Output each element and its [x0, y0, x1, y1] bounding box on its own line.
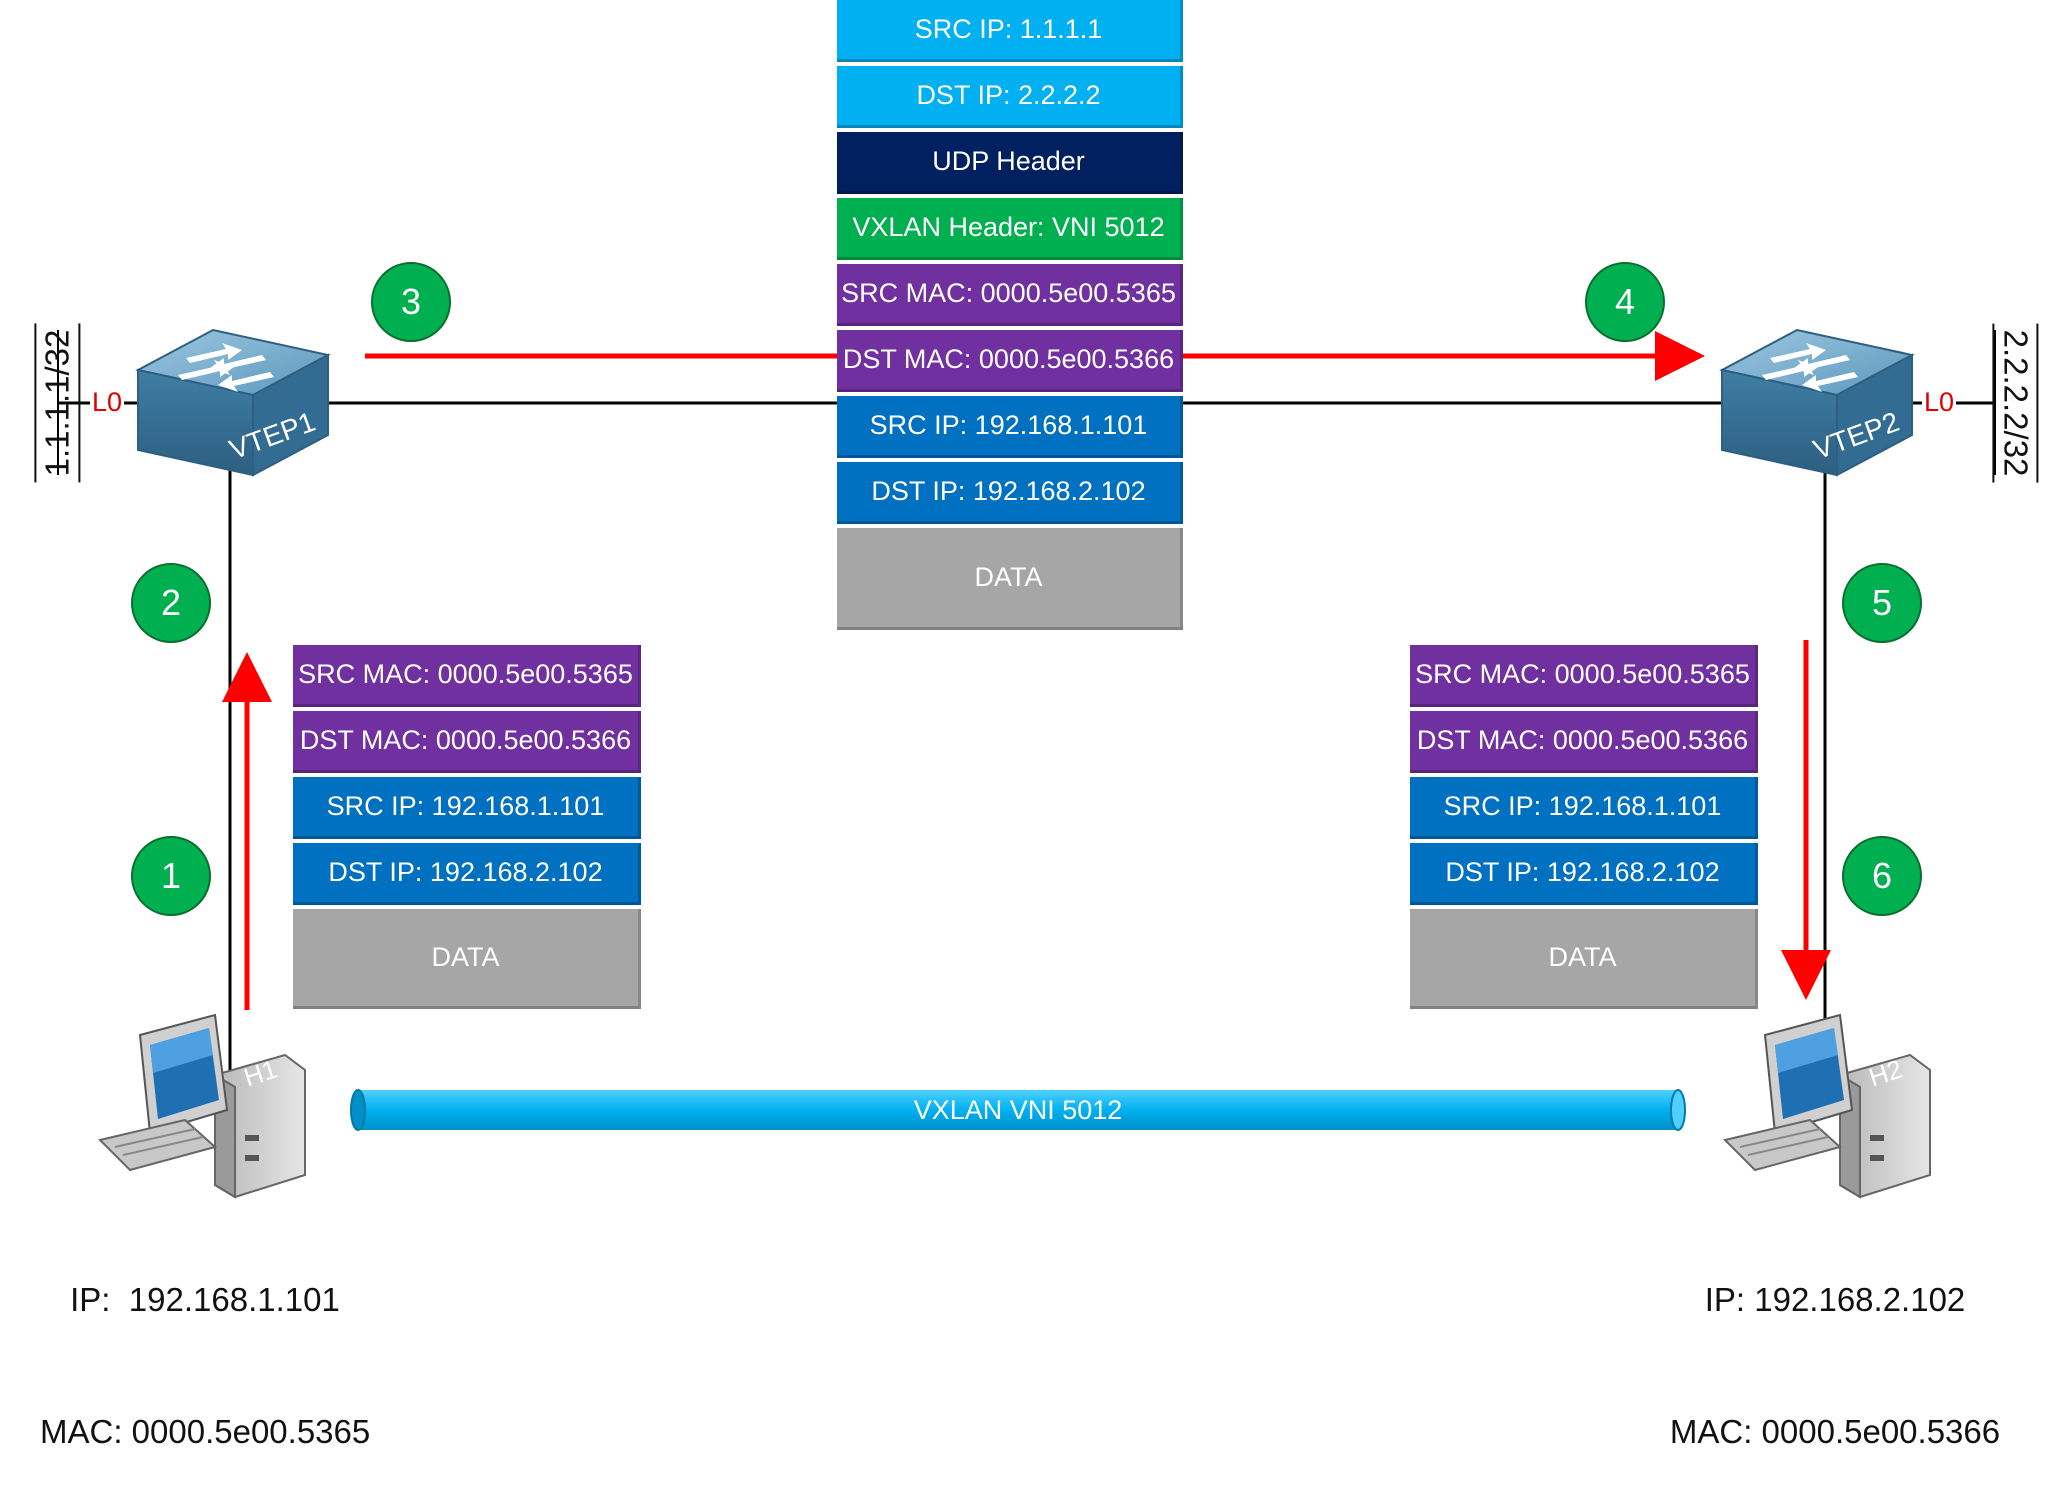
vtep1-loopback-address: 1.1.1.1/32	[34, 323, 81, 483]
right-data-label: DATA	[1548, 942, 1617, 972]
vxlan-header-field: VXLAN Header: VNI 5012	[837, 198, 1183, 260]
network-diagram	[57, 328, 1996, 1199]
h1-computer-icon	[98, 1013, 306, 1199]
h1-mac: MAC: 0000.5e00.5365	[40, 1413, 371, 1450]
right-src-mac-label: SRC MAC: 0000.5e00.5365	[1415, 659, 1750, 689]
left-data-field: DATA	[293, 909, 641, 1009]
outer-inner-src-ip-label: SRC IP: 192.168.1.101	[869, 410, 1148, 440]
right-src-ip-label: SRC IP: 192.168.1.101	[1443, 791, 1722, 821]
outer-inner-src-mac-label: SRC MAC: 0000.5e00.5365	[841, 278, 1176, 308]
step-badge-1: 1	[131, 836, 211, 916]
h1-ip: IP: 192.168.1.101	[70, 1281, 340, 1318]
vtep1-loopback-label: L0	[90, 387, 125, 418]
right-data-field: DATA	[1410, 909, 1758, 1009]
outer-dst-ip-label: DST IP: 2.2.2.2	[916, 80, 1101, 110]
right-src-mac-field: SRC MAC: 0000.5e00.5365	[1410, 645, 1758, 707]
right-dst-mac-label: DST MAC: 0000.5e00.5366	[1416, 725, 1749, 755]
udp-header-label: UDP Header	[932, 146, 1085, 176]
vxlan-header-label: VXLAN Header: VNI 5012	[852, 212, 1165, 242]
left-src-mac-label: SRC MAC: 0000.5e00.5365	[298, 659, 633, 689]
step-badge-3: 3	[371, 262, 451, 342]
udp-header-field: UDP Header	[837, 132, 1183, 194]
outer-dst-ip-field: DST IP: 2.2.2.2	[837, 66, 1183, 128]
outer-inner-dst-ip-label: DST IP: 192.168.2.102	[871, 476, 1146, 506]
vtep2-loopback-address: 2.2.2.2/32	[1992, 323, 2039, 483]
outer-inner-src-ip-field: SRC IP: 192.168.1.101	[837, 396, 1183, 458]
outer-inner-dst-ip-field: DST IP: 192.168.2.102	[837, 462, 1183, 524]
outer-data-label: DATA	[974, 562, 1043, 592]
outer-src-ip-field: SRC IP: 1.1.1.1	[837, 0, 1183, 62]
left-src-mac-field: SRC MAC: 0000.5e00.5365	[293, 645, 641, 707]
vxlan-tunnel-label: VXLAN VNI 5012	[913, 1094, 1123, 1125]
right-dst-mac-field: DST MAC: 0000.5e00.5366	[1410, 711, 1758, 773]
outer-src-ip-label: SRC IP: 1.1.1.1	[914, 14, 1103, 44]
step-badge-6: 6	[1842, 836, 1922, 916]
vtep2-switch-icon	[1719, 328, 1915, 477]
outer-inner-dst-mac-field: DST MAC: 0000.5e00.5366	[837, 330, 1183, 392]
h2-computer-icon	[1723, 1013, 1931, 1199]
right-src-ip-field: SRC IP: 192.168.1.101	[1410, 777, 1758, 839]
h2-mac: MAC: 0000.5e00.5366	[1669, 1413, 2001, 1450]
step-badge-2: 2	[131, 563, 211, 643]
vtep2-loopback-label: L0	[1922, 387, 1957, 418]
left-dst-ip-label: DST IP: 192.168.2.102	[328, 857, 603, 887]
left-src-ip-field: SRC IP: 192.168.1.101	[293, 777, 641, 839]
outer-inner-dst-mac-label: DST MAC: 0000.5e00.5366	[842, 344, 1175, 374]
left-dst-ip-field: DST IP: 192.168.2.102	[293, 843, 641, 905]
right-dst-ip-field: DST IP: 192.168.2.102	[1410, 843, 1758, 905]
vtep1-switch-icon	[135, 328, 331, 477]
step-badge-4: 4	[1585, 262, 1665, 342]
h1-address-label: IP: 192.168.1.101 MAC: 0000.5e00.5365	[40, 1190, 370, 1498]
h2-ip: IP: 192.168.2.102	[1704, 1281, 1966, 1318]
outer-data-field: DATA	[837, 528, 1183, 630]
step-badge-5: 5	[1842, 563, 1922, 643]
left-data-label: DATA	[431, 942, 500, 972]
left-src-ip-label: SRC IP: 192.168.1.101	[326, 791, 605, 821]
left-dst-mac-field: DST MAC: 0000.5e00.5366	[293, 711, 641, 773]
h2-address-label: IP: 192.168.2.102 MAC: 0000.5e00.5366	[1650, 1190, 2020, 1498]
vxlan-tunnel-pipe	[350, 1089, 1686, 1131]
left-dst-mac-label: DST MAC: 0000.5e00.5366	[299, 725, 632, 755]
outer-inner-src-mac-field: SRC MAC: 0000.5e00.5365	[837, 264, 1183, 326]
right-dst-ip-label: DST IP: 192.168.2.102	[1445, 857, 1720, 887]
